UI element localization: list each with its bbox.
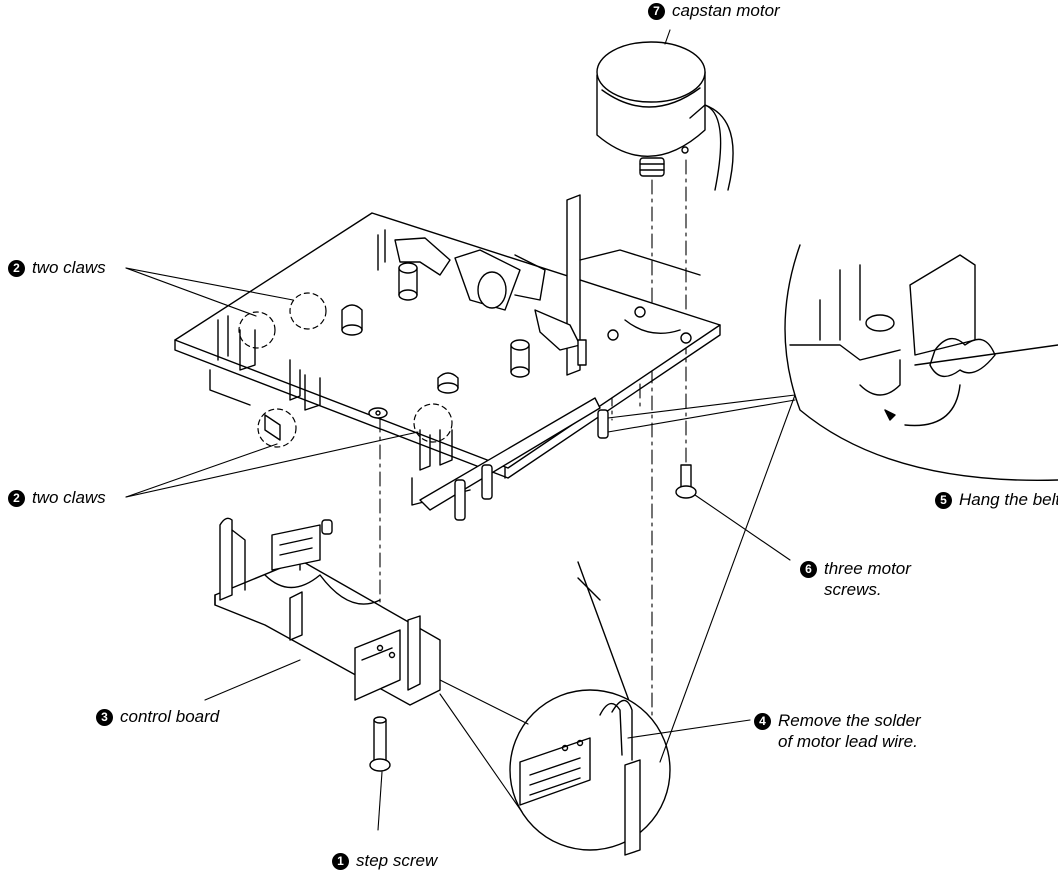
mechanism-chassis: [174, 194, 721, 521]
motor-screw: [675, 464, 697, 499]
step-number-1: 1: [332, 853, 349, 870]
two-claws-top-text: two claws: [32, 258, 106, 277]
label-capstan-motor: 7 capstan motor: [648, 0, 780, 21]
detail-circle-belt: [784, 244, 1058, 482]
remove-solder-line2: of motor lead wire.: [778, 732, 918, 751]
label-remove-solder: 4 Remove the solder of motor lead wire.: [754, 710, 921, 752]
hang-belt-text: Hang the belt.: [959, 490, 1058, 509]
motor-screws-line2: screws.: [824, 580, 882, 599]
label-hang-belt: 5 Hang the belt.: [935, 489, 1058, 510]
control-board-text: control board: [120, 707, 220, 726]
capstan-motor: [596, 41, 734, 191]
label-two-claws-bottom: 2 two claws: [8, 487, 106, 508]
label-step-screw: 1 step screw: [332, 850, 437, 871]
two-claws-bottom-text: two claws: [32, 488, 106, 507]
step-screw-text: step screw: [356, 851, 438, 870]
leader-lines: [125, 29, 796, 831]
detail-circle-solder: [509, 689, 671, 856]
step-number-2b: 2: [8, 490, 25, 507]
step-number-4: 4: [754, 713, 771, 730]
step-number-2: 2: [8, 260, 25, 277]
step-number-6: 6: [800, 561, 817, 578]
control-board: [214, 517, 441, 706]
remove-solder-line1: Remove the solder: [778, 711, 921, 730]
label-two-claws-top: 2 two claws: [8, 257, 106, 278]
step-screw: [369, 716, 391, 772]
step-number-3: 3: [96, 709, 113, 726]
step-number-7: 7: [648, 3, 665, 20]
motor-screws-line1: three motor: [824, 559, 911, 578]
claw-indicators: [238, 292, 453, 448]
capstan-motor-text: capstan motor: [672, 1, 780, 20]
step-number-5: 5: [935, 492, 952, 509]
label-control-board: 3 control board: [96, 706, 219, 727]
label-motor-screws: 6 three motor screws.: [800, 558, 911, 600]
